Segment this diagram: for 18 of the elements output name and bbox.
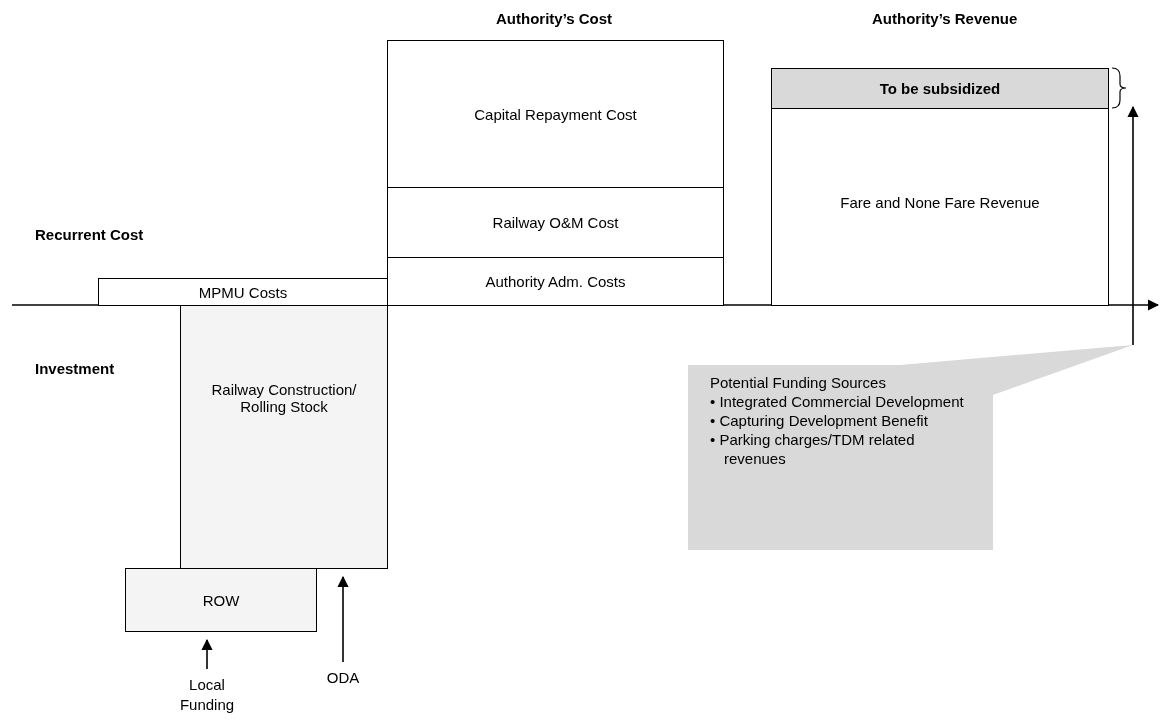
cost-box: Authority Adm. Costs [387, 257, 724, 306]
cost-box: Railway O&M Cost [387, 187, 724, 258]
arrow [1127, 105, 1139, 346]
section-heading: Authority’s Revenue [872, 10, 1018, 27]
row-heading: Recurrent Cost [35, 226, 144, 243]
row-heading: Investment [35, 360, 115, 377]
cost-box: MPMU Costs [98, 278, 388, 306]
arrow [337, 575, 349, 663]
revenue-box: Fare and None Fare Revenue [771, 108, 1109, 306]
investment-box: Railway Construction/ Rolling Stock [180, 305, 388, 569]
cost-box: Capital Repayment Cost [387, 40, 724, 188]
investment-box: ROW [125, 568, 317, 632]
section-heading: Authority’s Cost [496, 10, 613, 27]
source-text: Local Funding [167, 675, 247, 715]
arrow [201, 638, 213, 670]
subsidy-box: To be subsidized [771, 68, 1109, 109]
source-text: ODA [318, 668, 368, 688]
callout-box: Potential Funding Sources • Integrated Commercial Development • Capturing Development Benefit • Parking charges/TDM related revenues [688, 343, 1135, 550]
